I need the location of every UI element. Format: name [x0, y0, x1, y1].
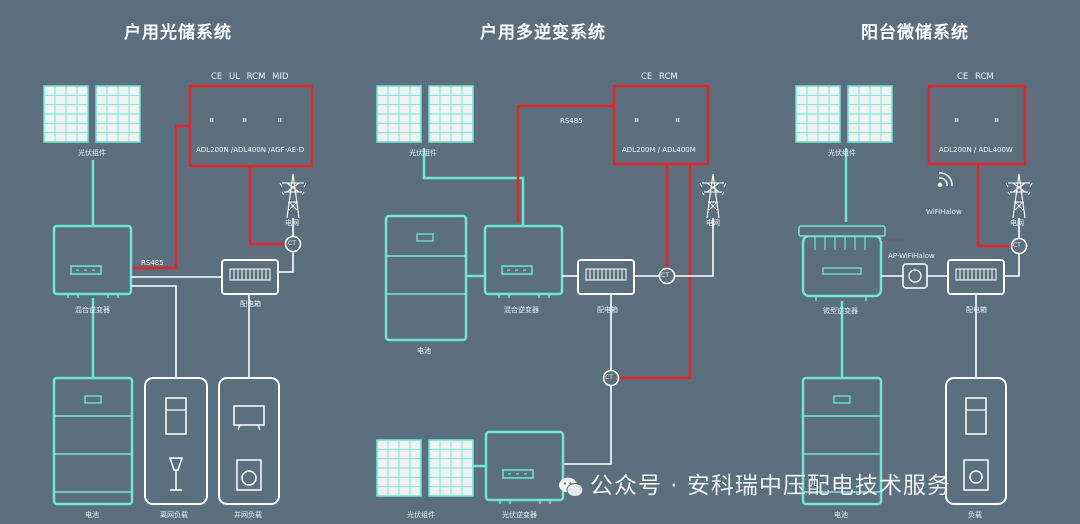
right-meter-models: ADL200N / ADL400W [939, 146, 1013, 154]
right-battery [801, 376, 883, 506]
middle-certifications: CE RCM [641, 72, 678, 82]
left-pv-panel-1 [43, 85, 89, 143]
middle-pv-panel-3 [376, 439, 422, 497]
middle-meter-box [612, 84, 710, 166]
middle-pv-cable [422, 148, 525, 226]
middle-ct-label-1: CT [661, 272, 669, 279]
right-ap-label: AP-WiFiHalow [888, 252, 935, 260]
left-ct-label: CT [288, 240, 296, 247]
left-backup-load-line [131, 285, 177, 378]
right-distbox-label: 配电箱 [966, 306, 987, 314]
left-distribution-box [221, 259, 279, 295]
lamp-icon [168, 457, 184, 491]
left-system-title: 户用光储系统 [124, 23, 232, 43]
left-backup-load [144, 377, 208, 505]
right-system-title: 阳台微储系统 [861, 23, 969, 43]
right-load-label: 负载 [968, 511, 982, 519]
left-certifications: CE UL RCM MID [211, 72, 289, 82]
middle-grid-label: 电网 [706, 219, 720, 227]
middle-hybrid-inverter [483, 224, 564, 296]
middle-ct-label-2: CT [605, 374, 613, 381]
middle-pv-panel-4 [428, 439, 474, 497]
middle-pv-panel-2 [428, 85, 474, 143]
middle-meter-models: ADL200M / ADL400M [622, 146, 696, 154]
left-pv-label: 光伏组件 [78, 149, 106, 157]
right-battery-label: 电池 [834, 511, 848, 519]
right-pv-label: 光伏组件 [828, 149, 856, 157]
middle-inverter-label: 混合逆变器 [504, 306, 539, 314]
right-load [945, 377, 1007, 505]
wechat-icon [559, 477, 584, 497]
left-battery-label: 电池 [85, 511, 99, 519]
middle-system [376, 84, 727, 504]
left-system [43, 84, 314, 506]
middle-pv-panel-1 [376, 85, 422, 143]
tv-icon [233, 405, 265, 426]
middle-grid-pylon-icon [699, 173, 727, 219]
middle-battery-label: 电池 [417, 347, 431, 355]
left-inverter-label: 混合逆变器 [75, 306, 110, 314]
left-rs485-line [131, 124, 190, 270]
right-grid-pylon-icon [1005, 173, 1033, 219]
watermark: 公众号 · 安科瑞中压配电技术服务 [558, 466, 951, 500]
left-hybrid-inverter [52, 224, 133, 296]
middle-pv-inverter [484, 430, 565, 502]
left-pv-panel-2 [95, 85, 141, 143]
watermark-text: 公众号 · 安科瑞中压配电技术服务 [590, 473, 951, 499]
left-meter-models: ADL200N /ADL400N /AGF-AE-D [196, 146, 305, 154]
middle-pv-label: 光伏组件 [409, 149, 437, 157]
middle-pv-inverter-label: 光伏逆变器 [502, 511, 537, 519]
washing-machine-icon [236, 459, 262, 491]
left-grid-pylon-icon [279, 173, 307, 219]
left-grid-label: 电网 [285, 219, 299, 227]
right-system [795, 84, 1033, 506]
right-distribution-box [947, 259, 1005, 295]
right-certifications: CE RCM [957, 72, 994, 82]
middle-system-title: 户用多逆变系统 [480, 23, 606, 43]
right-fridge-icon [965, 397, 987, 435]
right-wifi-label: WiFiHalow [926, 208, 962, 216]
middle-distbox-label: 配电箱 [597, 306, 618, 314]
left-rs485-label: RS485 [141, 259, 164, 267]
middle-battery [384, 214, 468, 342]
right-pv-panel-2 [847, 85, 893, 143]
right-washing-machine-icon [963, 459, 989, 491]
left-distbox-label: 配电箱 [240, 300, 261, 308]
left-ct-signal-line [248, 166, 285, 246]
left-meter-box [188, 84, 314, 168]
fridge-icon [165, 397, 187, 435]
left-grid-load-label: 并网负载 [234, 511, 262, 519]
right-grid-label: 电网 [1010, 219, 1024, 227]
middle-rs485-label: RS485 [560, 117, 583, 125]
middle-distribution-box [577, 259, 635, 295]
right-pv-panel-1 [795, 85, 841, 143]
middle-rs485-line [516, 104, 614, 222]
wifi-icon [937, 172, 953, 188]
right-micro-inverter-label: 微型逆变器 [823, 307, 858, 315]
socket-icon [902, 263, 928, 289]
left-battery [52, 376, 134, 506]
right-ct-label: CT [1013, 242, 1021, 249]
middle-pv-bottom-label: 光伏组件 [407, 511, 435, 519]
left-backup-load-label: 离网负载 [160, 511, 188, 519]
